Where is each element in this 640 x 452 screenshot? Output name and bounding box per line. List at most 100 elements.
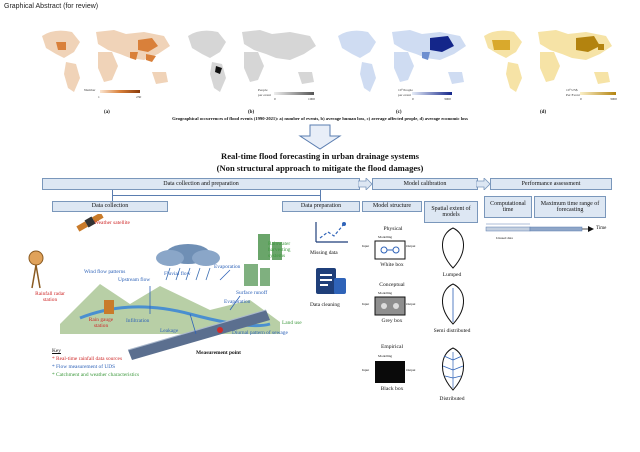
- box-model-structure: Model structure: [362, 201, 422, 212]
- lumped-leaf-icon: [442, 227, 464, 269]
- map-legend-bar-a: [100, 90, 140, 93]
- key-item-catchment: * Catchment and weather characteristics: [52, 372, 140, 378]
- label-evaporation-top: Evaporation: [214, 264, 241, 270]
- key-title: Key: [52, 348, 61, 354]
- box-spatial-extent: Spatial extent of models: [424, 201, 478, 223]
- measurement-point-marker: [217, 327, 223, 333]
- timeline-unused-label: Unused data: [496, 236, 513, 240]
- label-rainwater-harvesting: Rainwater harvesting systems: [268, 241, 291, 259]
- world-map-c: [338, 30, 466, 92]
- down-arrow-icon: [298, 124, 342, 150]
- model-kind-physical: Physical: [383, 226, 403, 232]
- model-box-white: White box: [380, 262, 404, 268]
- white-box-icon: [374, 240, 406, 260]
- map-legend-min-c: 0: [412, 97, 414, 101]
- page-header: Graphical Abstract (for review): [4, 3, 99, 10]
- map-legend-title-a: Number: [84, 88, 96, 92]
- label-rainfall-radar: Rainfall radar station: [35, 291, 65, 303]
- arrow-right-icon: [358, 178, 372, 190]
- map-legend-bar-c: [412, 92, 452, 95]
- model-box-grey: Grey box: [381, 318, 403, 324]
- label-surface-runoff: Surface runoff: [236, 290, 268, 296]
- model-box-black: Black box: [380, 386, 404, 392]
- key-item-flow: * Flow measurement of UDS: [52, 364, 116, 370]
- label-weather-satellite: Weather satellite: [94, 220, 130, 226]
- spatial-distributed: Distributed: [439, 396, 465, 402]
- section-model-calibration: Model calibration: [372, 178, 478, 190]
- label-diurnal-pattern: Diurnal pattern of sewage: [232, 330, 288, 336]
- model-kind-empirical: Empirical: [380, 344, 404, 350]
- buildings-icon: [244, 234, 282, 286]
- map-legend-bar-b: [274, 92, 314, 95]
- arrow-right-icon-2: [476, 178, 490, 190]
- model-modelling-label-2: Modelling: [378, 291, 393, 295]
- map-legend-min-a: 1: [98, 95, 100, 99]
- map-letter-c: (c): [396, 110, 402, 115]
- forecast-timeline: [485, 223, 594, 232]
- urban-drainage-illustration: [28, 214, 282, 360]
- spatial-semi-distributed: Semi distributed: [433, 328, 471, 334]
- cloud-icon: [156, 244, 220, 281]
- world-map-d: [484, 30, 612, 92]
- box-max-time-range: Maximum time range of forecasting: [534, 196, 606, 218]
- map-legend-title-b: People: [258, 88, 268, 92]
- map-legend-max-c: 3000: [444, 97, 451, 101]
- label-upstream-flow: Upstream flow: [118, 277, 151, 283]
- map-letter-a: (a): [104, 110, 110, 115]
- label-missing-data: Missing data: [310, 250, 338, 256]
- rain-gauge-icon: [104, 300, 114, 314]
- map-legend-title-c: 10³ People: [398, 88, 413, 92]
- label-leakage: Leakage: [160, 328, 179, 334]
- map-legend-max-d: 3000: [610, 97, 617, 101]
- main-subtitle: (Non structural approach to mitigate the…: [216, 163, 424, 173]
- map-legend-sub-b: per event: [258, 93, 271, 97]
- model-output-label-1: Output: [406, 244, 416, 248]
- model-modelling-label-1: Modelling: [378, 235, 393, 239]
- model-input-label-2: Input: [362, 302, 370, 306]
- main-title: Real-time flood forecasting in urban dra…: [221, 151, 419, 161]
- box-computational-time: Computational time: [484, 196, 532, 218]
- map-legend-bar-d: [580, 92, 616, 95]
- map-legend-max-b: 1000: [308, 97, 315, 101]
- map-legend-sub-c: per event: [398, 93, 411, 97]
- connector: [112, 195, 320, 196]
- label-data-cleaning: Data cleaning: [310, 302, 340, 308]
- map-letter-d: (d): [540, 110, 547, 115]
- label-rain-gauge: Rain gauge station: [88, 317, 114, 329]
- map-legend-title-d: 10³ US$: [566, 88, 578, 92]
- label-infiltration: Infiltration: [126, 318, 150, 324]
- grey-box-icon: [374, 296, 406, 316]
- box-data-collection: Data collection: [52, 201, 168, 212]
- key-item-rainfall: * Real-time rainfall data sources: [52, 356, 123, 362]
- model-modelling-label-3: Modelling: [378, 354, 393, 358]
- map-legend-min-b: 0: [274, 97, 276, 101]
- label-fluvial-flow: Fluvial flow: [164, 271, 191, 277]
- world-map-b: [188, 30, 316, 92]
- maps-caption: Geographical occurrences of flood events…: [172, 116, 468, 121]
- model-output-label-2: Output: [406, 302, 416, 306]
- satellite-icon: [76, 214, 104, 232]
- semi-distributed-leaf-icon: [442, 283, 464, 325]
- section-performance-assessment: Performance assessment: [490, 178, 612, 190]
- radar-tower-icon: [28, 250, 44, 289]
- black-box-icon: [375, 361, 405, 383]
- model-input-label-1: Input: [362, 244, 370, 248]
- model-output-label-3: Output: [406, 368, 416, 372]
- connector: [320, 190, 321, 201]
- timeline-time-label: Time: [596, 226, 607, 231]
- map-legend-max-a: 230: [136, 95, 142, 99]
- model-input-label-3: Input: [362, 368, 370, 372]
- spatial-lumped: Lumped: [442, 272, 462, 278]
- map-legend-min-d: 0: [580, 97, 582, 101]
- map-legend-sub-d: Per Event: [566, 93, 580, 97]
- sewer-pipe: [128, 310, 270, 360]
- map-letter-b: (b): [248, 110, 255, 115]
- data-cleaning-icon: [316, 268, 346, 294]
- label-wind-flow: Wind flow patterns: [84, 269, 126, 275]
- label-land-use: Land use: [282, 320, 302, 326]
- box-data-preparation: Data preparation: [282, 201, 360, 212]
- label-measurement-point: Measurement point: [196, 350, 241, 356]
- model-kind-conceptual: Conceptual: [379, 282, 405, 288]
- missing-data-chart-icon: [315, 222, 348, 243]
- label-evaporation-mid: Evaporation: [224, 299, 251, 305]
